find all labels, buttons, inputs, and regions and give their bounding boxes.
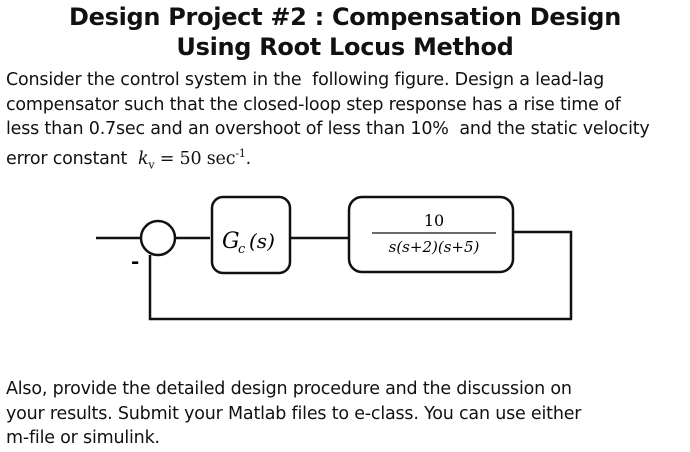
plant-block <box>347 195 515 274</box>
compensator-subscript: c <box>238 242 246 257</box>
feedback-sign: - <box>131 249 139 273</box>
problem-line: compensator such that the closed-loop st… <box>6 94 621 115</box>
kv-prefix: error constant <box>6 148 138 169</box>
instruction-line: m-file or simulink. <box>6 428 160 448</box>
compensator-arg: (s) <box>249 229 275 253</box>
title-line-2: Using Root Locus Method <box>176 33 514 61</box>
plant-numerator: 10 <box>424 211 444 230</box>
title-line-1: Design Project #2 : Compensation Design <box>69 3 621 31</box>
kv-subscript: v <box>148 157 155 171</box>
instructions: Also, provide the detailed design proced… <box>6 377 581 451</box>
instruction-line: Also, provide the detailed design proced… <box>6 379 572 399</box>
problem-line: Consider the control system in the follo… <box>6 70 605 90</box>
kv-symbol: k <box>137 148 149 169</box>
summing-junction <box>139 219 177 257</box>
compensator-block <box>210 195 292 275</box>
kv-exponent: -1 <box>235 146 246 160</box>
compensator-label: G <box>222 229 240 254</box>
problem-line: less than 0.7sec and an overshoot of les… <box>6 119 650 139</box>
plant-denominator: s(s+2)(s+5) <box>389 238 480 256</box>
instruction-line: your results. Submit your Matlab files t… <box>6 403 582 424</box>
kv-value: = 50 sec <box>154 148 236 169</box>
kv-suffix: . <box>245 148 252 169</box>
problem-statement: Consider the control system in the follo… <box>6 68 650 177</box>
feedback-path <box>148 230 573 321</box>
problem-line-kv: error constant kv = 50 sec-1. <box>6 142 650 178</box>
